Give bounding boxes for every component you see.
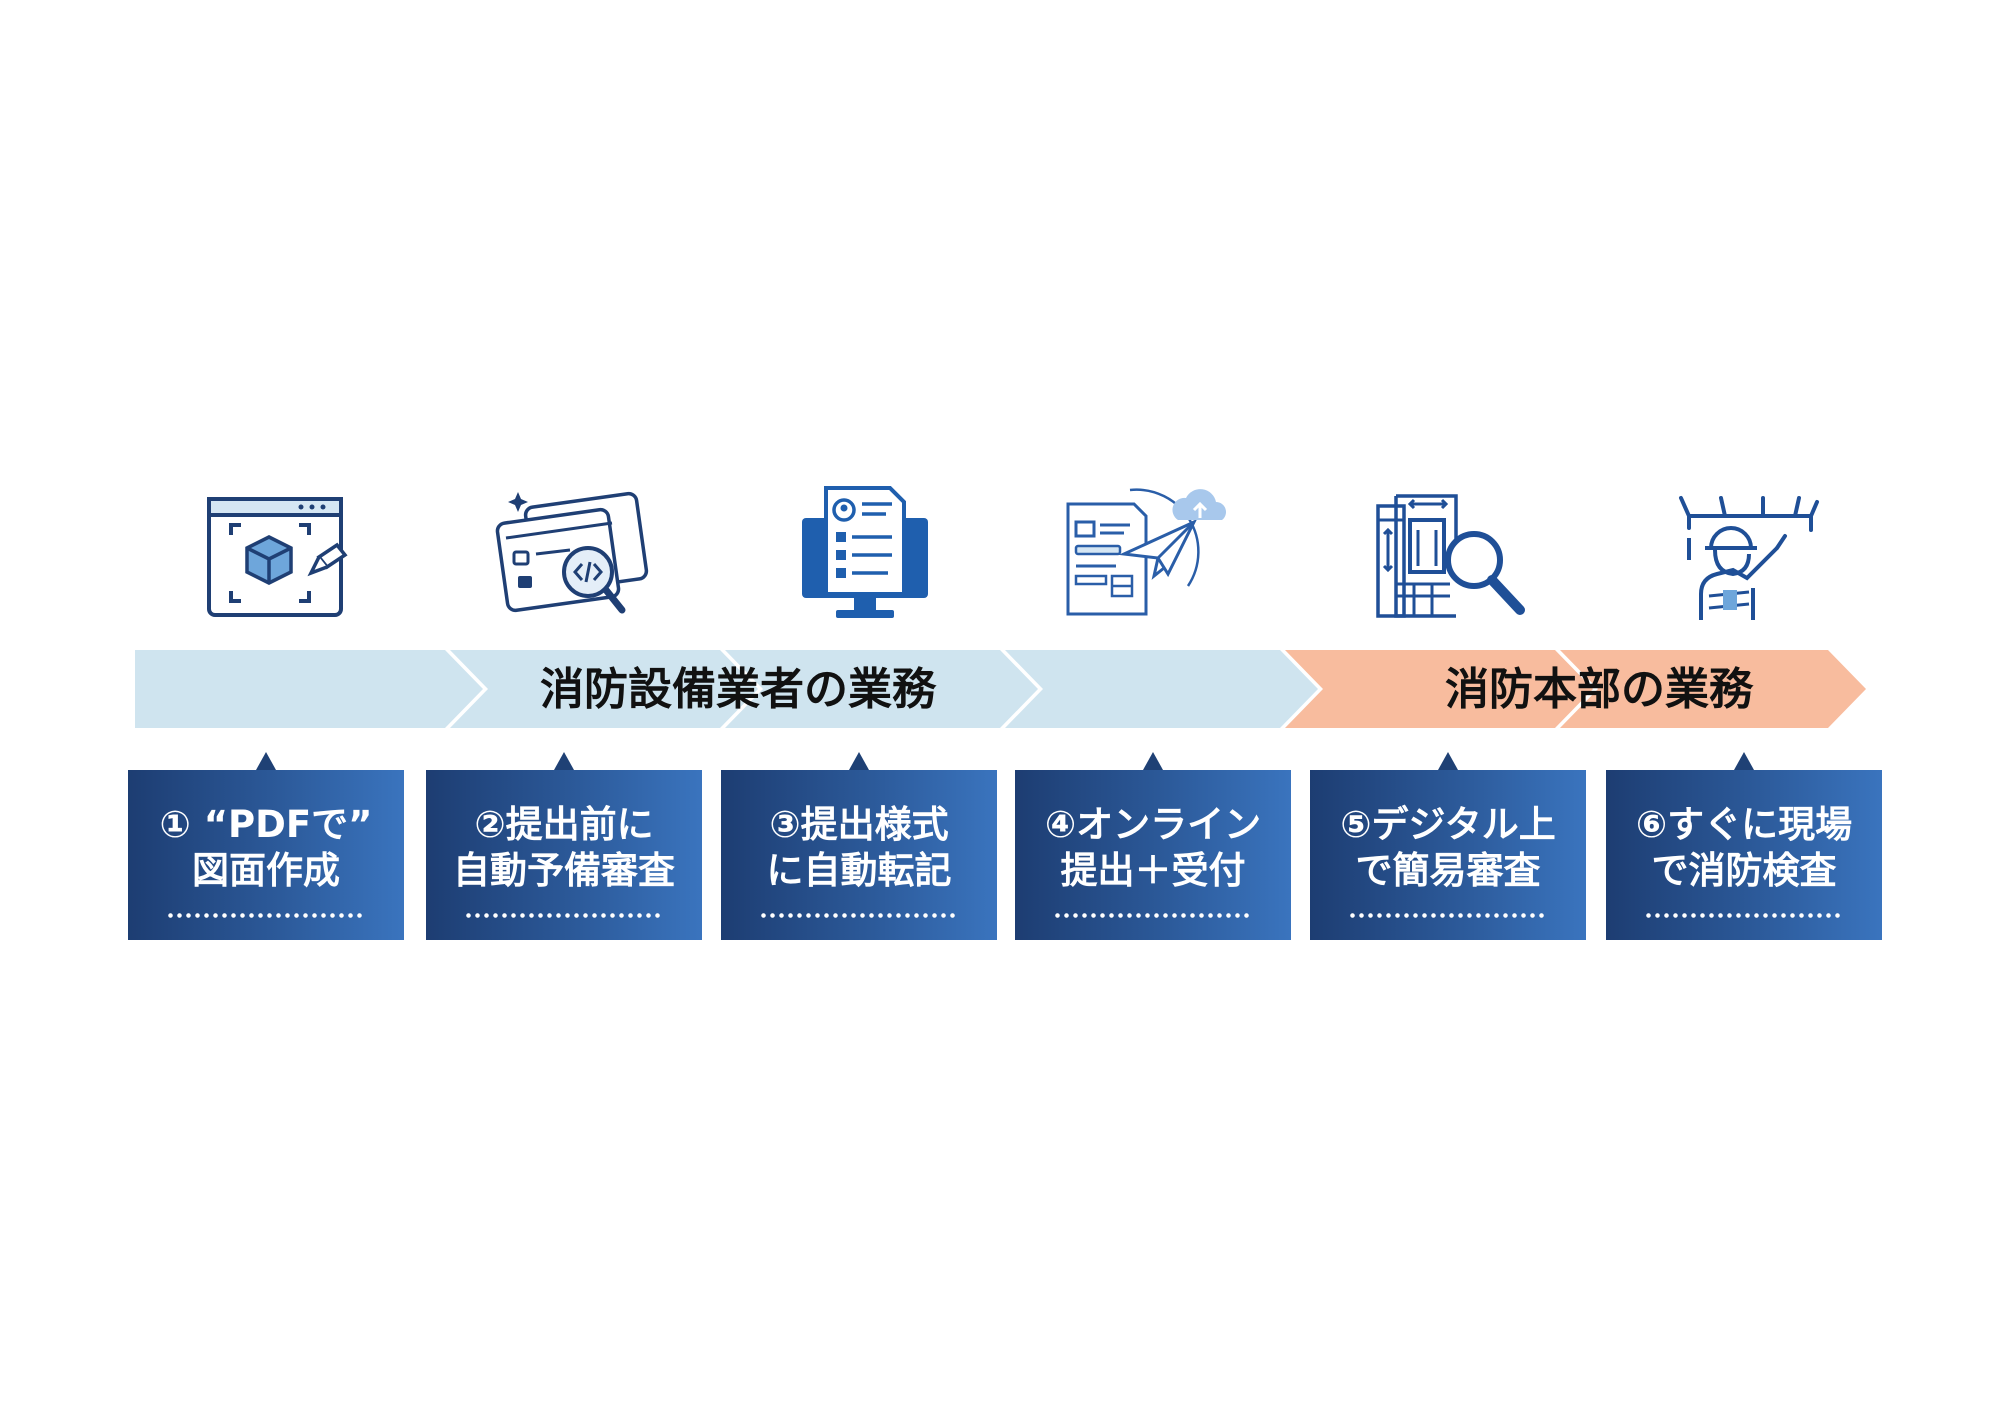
- monitor-form-icon: [780, 478, 950, 628]
- step-4-line-1: ④オンライン: [1044, 803, 1262, 846]
- step-5-dotted-divider: [1348, 913, 1548, 918]
- step-3-line-1: ③提出様式: [769, 803, 949, 846]
- step-6-dotted-divider: [1644, 913, 1844, 918]
- step-1-dotted-divider: [166, 913, 366, 918]
- paper-plane-cloud-submit-icon: [1060, 480, 1230, 630]
- step-4-line-2: 提出＋受付: [1060, 849, 1246, 892]
- step-6-line-1: ⑥すぐに現場: [1635, 803, 1853, 846]
- inspector-worker-icon: [1665, 480, 1835, 630]
- cad-window-pen-icon: [195, 485, 365, 635]
- step-1-line-1: ① “PDFで”: [159, 803, 373, 846]
- step-box-1: ① “PDFで” 図面作成: [128, 752, 404, 940]
- step-6-line-2: で消防検査: [1651, 849, 1837, 892]
- step-5-line-2: で簡易審査: [1355, 849, 1541, 892]
- step-box-4: ④オンライン 提出＋受付: [1015, 752, 1291, 940]
- step-box-6: ⑥すぐに現場 で消防検査: [1606, 752, 1882, 940]
- step-3-line-2: に自動転記: [766, 849, 952, 892]
- chevron-segment-contractor-1: [135, 650, 483, 728]
- chevron-segment-contractor-3: [725, 650, 1038, 728]
- phase-label-fire-hq: 消防本部の業務: [1445, 664, 1753, 715]
- phase-label-contractor: 消防設備業者の業務: [540, 664, 936, 715]
- blueprint-magnifier-icon: [1370, 480, 1540, 630]
- chevron-segment-contractor-4: [1005, 650, 1318, 728]
- chevron-segment-contractor-2: [450, 650, 758, 728]
- step-4-dotted-divider: [1053, 913, 1253, 918]
- chevron-segment-fire-hq-1: [1285, 650, 1593, 728]
- step-2-line-2: 自動予備審査: [453, 849, 675, 892]
- step-2-dotted-divider: [464, 913, 664, 918]
- step-box-3: ③提出様式 に自動転記: [721, 752, 997, 940]
- chevron-segment-fire-hq-2: [1560, 650, 1866, 728]
- code-review-magnifier-icon: [490, 480, 660, 630]
- step-box-2: ②提出前に 自動予備審査: [426, 752, 702, 940]
- step-3-dotted-divider: [759, 913, 959, 918]
- phase-chevron-band: [135, 650, 1866, 728]
- step-2-line-1: ②提出前に: [474, 803, 654, 846]
- step-5-line-1: ⑤デジタル上: [1340, 803, 1556, 846]
- step-1-line-2: 図面作成: [192, 849, 340, 892]
- step-box-5: ⑤デジタル上 で簡易審査: [1310, 752, 1586, 940]
